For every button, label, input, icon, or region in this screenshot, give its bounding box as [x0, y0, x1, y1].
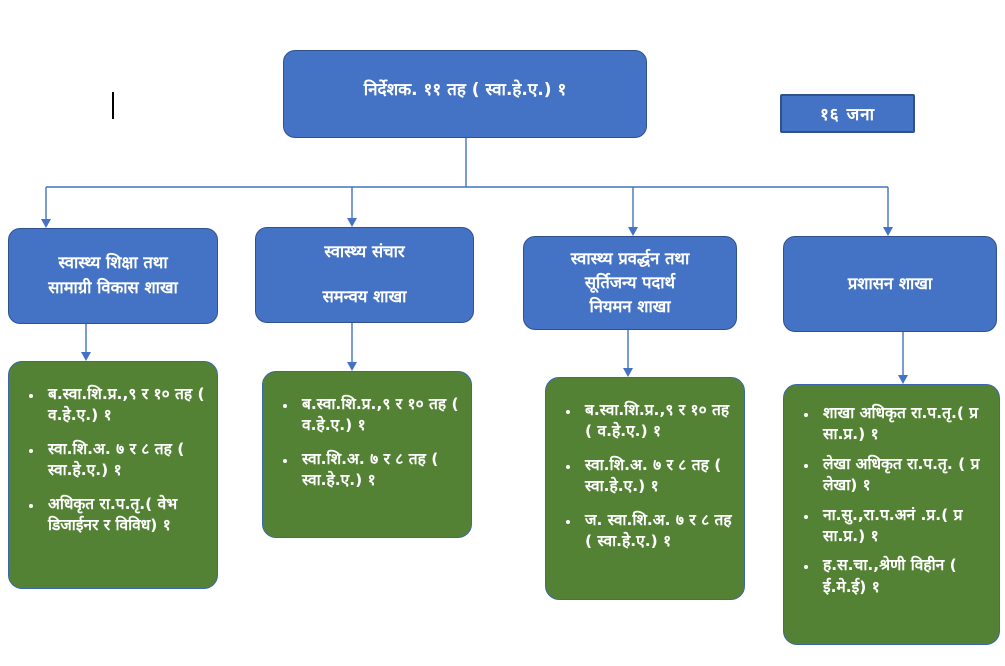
branch-title-line: सामाग्री विकास शाखा — [48, 278, 178, 297]
branch-staff-list-health-promotion: ब.स्वा.शि.प्र.,९ र १० तह ( व.हे.ए.) १ स्… — [545, 377, 745, 600]
connector-arrowhead — [628, 227, 638, 236]
headcount-label: १६ जना — [819, 105, 876, 125]
staff-list-item: लेखा अधिकृत रा.प.तृ. ( प्र लेखा) १ — [818, 454, 991, 497]
branch-title-line: स्वास्थ्य संचार — [324, 242, 405, 262]
branch-title-line: स्वास्थ्य प्रवर्द्धन तथा — [570, 249, 690, 269]
connector-arrowhead — [347, 218, 357, 227]
staff-list-item: शाखा अधिकृत रा.प.तृ.( प्र सा.प्र.) १ — [818, 403, 991, 446]
staff-list-item: स्वा.शि.अ. ७ र ८ तह ( स्वा.हे.ए.) १ — [43, 439, 209, 482]
staff-list: ब.स्वा.शि.प्र.,९ र १० तह ( व.हे.ए.) १ स्… — [267, 394, 463, 492]
branch-title-line: सूर्तिजन्य पदार्थ — [584, 273, 676, 293]
staff-list: ब.स्वा.शि.प्र.,९ र १० तह ( व.हे.ए.) १ स्… — [13, 384, 209, 536]
staff-list-item: ना.सु.,रा.प.अनं .प्र.( प्र सा.प्र.) १ — [818, 505, 991, 548]
branch-staff-list-administration: शाखा अधिकृत रा.प.तृ.( प्र सा.प्र.) १ लेख… — [783, 384, 1000, 645]
headcount-box: १६ जना — [780, 94, 915, 133]
org-node-health-communication-branch: स्वास्थ्य संचार समन्वय शाखा — [255, 227, 474, 323]
branch-title-line: नियमन शाखा — [589, 296, 671, 316]
staff-list-item: स्वा.शि.अ. ७ र ८ तह ( स्वा.हे.ए.) १ — [580, 455, 736, 498]
org-node-director-label: निर्देशक. ११ तह ( स्वा.हे.ए.) १ — [363, 79, 567, 100]
staff-list-item: स्वा.शि.अ. ७ र ८ तह ( स्वा.हे.ए.) १ — [297, 449, 463, 492]
staff-list-item: ज. स्वा.शि.अ. ७ र ८ तह ( स्वा.हे.ए.) १ — [580, 510, 736, 553]
staff-list-item: अधिकृत रा.प.तृ.( वेभ डिजाईनर र विविध) १ — [43, 494, 209, 537]
connector-arrowhead — [623, 368, 633, 377]
staff-list: शाखा अधिकृत रा.प.तृ.( प्र सा.प्र.) १ लेख… — [788, 403, 991, 598]
connector-arrowhead — [41, 219, 51, 228]
staff-list-item: ह.स.चा.,श्रेणी विहीन ( ई.मे.ई) १ — [818, 555, 991, 598]
branch-title-line: स्वास्थ्य शिक्षा तथा — [58, 253, 168, 273]
staff-list-item: ब.स्वा.शि.प्र.,९ र १० तह ( व.हे.ए.) १ — [43, 384, 209, 427]
staff-list-item: ब.स्वा.शि.प्र.,९ र १० तह ( व.हे.ए.) १ — [297, 394, 463, 437]
text-caret-mark — [112, 92, 114, 119]
branch-title-line: प्रशासन शाखा — [847, 273, 933, 293]
branch-title-line: समन्वय शाखा — [322, 287, 407, 306]
connector-arrowhead — [81, 352, 91, 361]
connector-arrowhead — [347, 362, 357, 371]
branch-staff-list-health-communication: ब.स्वा.शि.प्र.,९ र १० तह ( व.हे.ए.) १ स्… — [262, 371, 472, 538]
connector-arrowhead — [898, 375, 908, 384]
org-node-administration-branch: प्रशासन शाखा — [783, 236, 997, 332]
staff-list-item: ब.स्वा.शि.प्र.,९ र १० तह ( व.हे.ए.) १ — [580, 400, 736, 443]
connector-arrowhead — [883, 227, 893, 236]
org-node-health-education-branch: स्वास्थ्य शिक्षा तथा सामाग्री विकास शाखा — [8, 228, 218, 324]
staff-list: ब.स्वा.शि.प्र.,९ र १० तह ( व.हे.ए.) १ स्… — [550, 400, 736, 552]
branch-staff-list-health-education: ब.स्वा.शि.प्र.,९ र १० तह ( व.हे.ए.) १ स्… — [8, 361, 218, 589]
org-node-health-promotion-branch: स्वास्थ्य प्रवर्द्धन तथा सूर्तिजन्य पदार… — [523, 236, 737, 330]
org-node-director: निर्देशक. ११ तह ( स्वा.हे.ए.) १ — [283, 50, 647, 138]
